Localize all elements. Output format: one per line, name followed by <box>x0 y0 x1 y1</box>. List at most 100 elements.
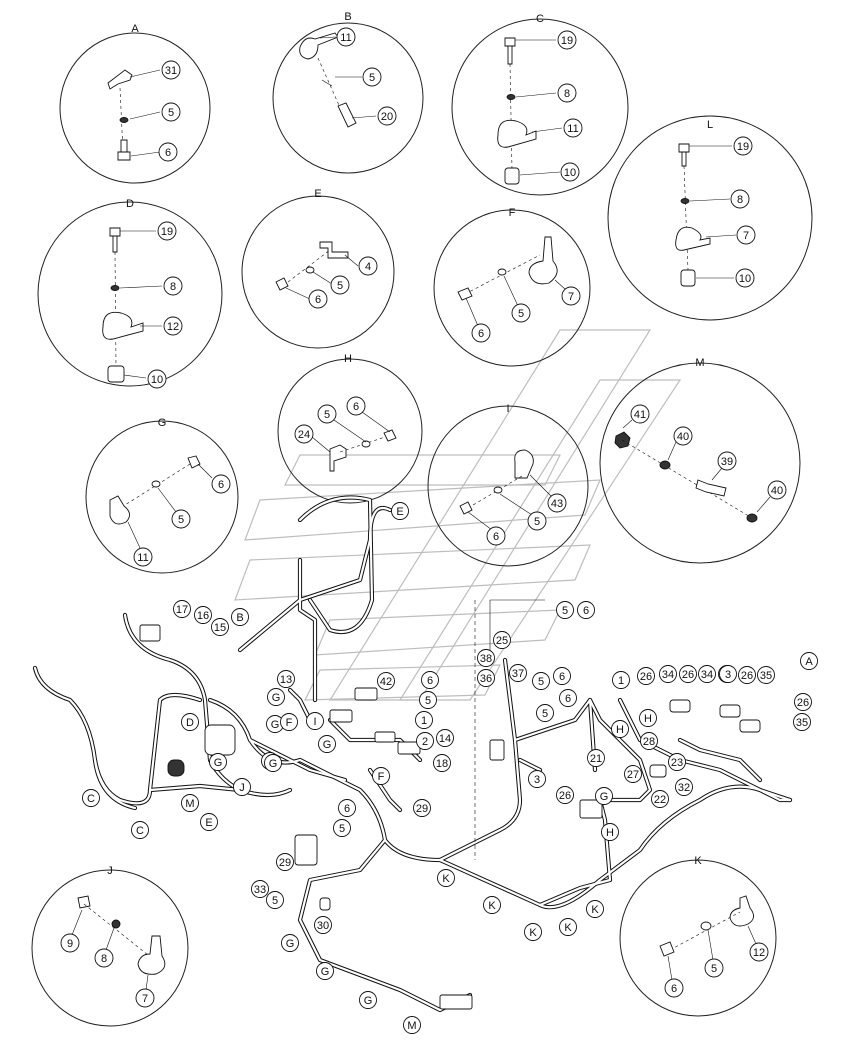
detail-i-letter: I <box>506 403 509 415</box>
detail-letter-callout: M <box>407 1020 416 1032</box>
callout: 11 <box>137 552 148 564</box>
callout: 7 <box>743 230 749 242</box>
callout: 19 <box>161 226 173 238</box>
part-number-callout: 35 <box>760 670 772 682</box>
detail-letter-callout: A <box>805 656 813 668</box>
part-number-callout: 36 <box>480 673 492 685</box>
spacer-part <box>680 269 696 287</box>
part-number-callout-circle <box>536 704 554 722</box>
bolt-part <box>77 895 91 909</box>
callout: 6 <box>671 983 677 995</box>
part-number-callout: 42 <box>380 676 392 688</box>
callout: 6 <box>478 328 484 340</box>
part-number-callout-circle <box>419 691 437 709</box>
part-number-callout-circle <box>266 891 284 909</box>
part-number-callout-circle <box>415 711 433 729</box>
detail-letter-callout: G <box>321 966 330 978</box>
detail-a-letter: A <box>131 23 139 35</box>
part-number-callout: 5 <box>562 605 568 617</box>
harness-segment <box>297 557 318 703</box>
detail-letter-callout: H <box>616 724 624 736</box>
part-number-callout-circle <box>668 753 686 771</box>
washer-part <box>361 440 371 448</box>
detail-letter-callout-circle <box>483 896 501 914</box>
callout: 8 <box>101 953 107 965</box>
watermark-logo <box>234 329 682 701</box>
callout: 6 <box>165 147 171 159</box>
detail-f-letter: F <box>509 207 516 219</box>
callout: 5 <box>534 516 540 528</box>
detail-letter-callout-circle <box>524 923 542 941</box>
callout: 10 <box>739 273 751 285</box>
part-number-callout-circle <box>421 671 439 689</box>
clamp-part <box>528 236 558 285</box>
callout: 8 <box>564 88 570 100</box>
harness-segment <box>297 495 375 635</box>
part-number-callout-circle <box>194 606 212 624</box>
callout: 11 <box>340 32 351 44</box>
harness-segment <box>298 558 317 702</box>
part-number-callout-circle <box>509 664 527 682</box>
washer-part <box>659 460 671 470</box>
part-number-callout: 25 <box>496 635 508 647</box>
part-number-callout-circle <box>793 713 811 731</box>
part-number-callout-circle <box>532 672 550 690</box>
detail-j: J 9 8 7 <box>31 865 189 1027</box>
spacer-part <box>504 167 520 185</box>
part-number-callout-circle <box>553 667 571 685</box>
detail-letter-callout: K <box>442 873 450 885</box>
detail-b-letter: B <box>344 11 351 23</box>
part-number-callout: 3 <box>534 774 540 786</box>
detail-letter-callout-circle <box>280 713 298 731</box>
detail-letter-callout-circle <box>372 767 390 785</box>
part-number-callout-circle <box>577 601 595 619</box>
part-number-callout: 5 <box>339 823 345 835</box>
detail-k-letter: K <box>694 855 702 867</box>
detail-letter-callout: K <box>591 904 599 916</box>
detail-letter-callout-circle <box>639 709 657 727</box>
harness-segment <box>538 798 612 907</box>
harness-segment <box>503 658 517 742</box>
part-number-callout: 26 <box>797 697 809 709</box>
part-number-callout: 1 <box>421 715 427 727</box>
washer-part <box>305 266 315 274</box>
detail-letter-callout: I <box>313 716 316 728</box>
part-number-callout-circle <box>211 618 229 636</box>
part-number-callout: 6 <box>344 803 350 815</box>
part-number-callout: 6 <box>559 671 565 683</box>
detail-letter-callout-circle <box>437 869 455 887</box>
part-number-callout: 6 <box>565 693 571 705</box>
harness-segment <box>518 758 542 772</box>
bolt-part <box>109 227 121 253</box>
detail-letter-callout: G <box>214 757 223 769</box>
bolt-part <box>117 139 131 161</box>
detail-e-letter: E <box>314 188 321 200</box>
part-number-callout-circle <box>277 670 295 688</box>
part-number-callout: 33 <box>254 884 266 896</box>
detail-letter-callout: E <box>396 506 403 518</box>
part-number-callout: 28 <box>643 736 655 748</box>
detail-letter-callout-circle <box>281 934 299 952</box>
part-number-callout-circle <box>338 799 356 817</box>
bolt-part <box>504 37 516 65</box>
bolt-part <box>659 941 675 957</box>
callout: 39 <box>721 456 733 468</box>
bracket-part <box>329 444 347 472</box>
part-number-callout: 1 <box>618 675 624 687</box>
part-number-callout: 34 <box>701 669 713 681</box>
harness-segment <box>618 698 792 802</box>
callout: 9 <box>67 938 73 950</box>
detail-letter-callout-circle <box>586 900 604 918</box>
detail-d: D 19 8 12 10 <box>37 198 223 389</box>
part-number-callout: 13 <box>280 674 292 686</box>
part-number-callout-circle <box>675 778 693 796</box>
washer-part <box>680 198 690 204</box>
detail-letter-callout-circle <box>318 735 336 753</box>
detail-letter-callout: G <box>272 692 281 704</box>
harness-segment <box>93 758 137 810</box>
detail-letter-callout-circle <box>200 813 218 831</box>
callout: 5 <box>324 409 330 421</box>
part-number-callout: 26 <box>682 669 694 681</box>
part-number-callout: 15 <box>214 622 226 634</box>
